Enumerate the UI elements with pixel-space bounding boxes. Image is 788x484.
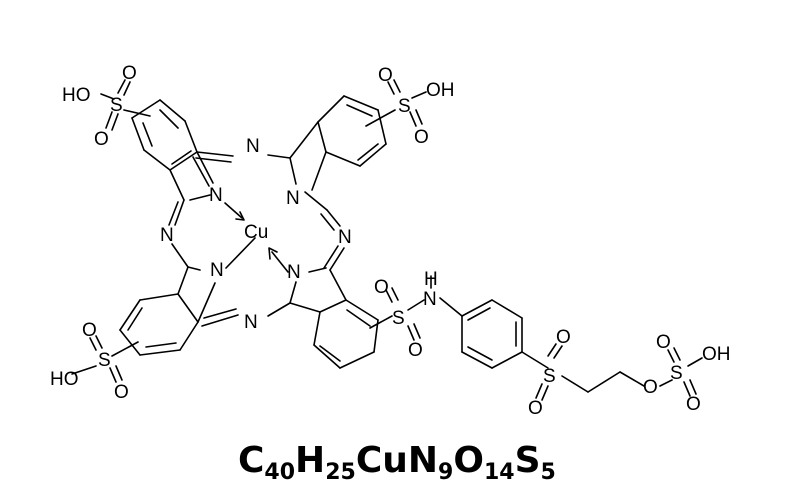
atom-n-bottom-bridge: N [244,312,258,333]
atom-o-sulfate-top: O [656,332,671,353]
atom-o-tr-bottom: O [414,127,429,148]
atom-o-sulfone-top: O [556,327,571,348]
atom-n-right-bridge: N [338,227,352,248]
formula-cu: Cu [356,440,408,481]
atom-h-amide: H [424,269,438,290]
atom-s-amide: S [392,308,405,329]
atom-o-amide-bottom: O [408,340,423,361]
atom-labels: Cu N N N N N N N N HO S O O O S OH O O S… [50,63,731,419]
atom-o-sulfate-bottom: O [686,394,701,415]
atom-o-sulfone-bottom: O [528,398,543,419]
formula-o: O [453,440,484,481]
atom-s-bl: S [98,350,111,371]
formula-c: C [238,440,264,481]
atom-cu: Cu [244,222,268,243]
atom-s-tr: S [398,96,411,117]
atom-n-pyrrole-tl: N [209,185,223,206]
atom-n-pyrrole-bl: N [210,260,224,281]
atom-n-pyrrole-br: N [287,262,301,283]
formula-c-count: 40 [264,460,295,484]
formula-n: N [408,440,438,481]
atom-o-bl-bottom: O [114,382,129,403]
bond-lines [71,79,703,401]
atom-n-left-bridge: N [160,225,174,246]
atom-s-sulfate: S [670,363,683,384]
atom-ho-bl: HO [50,369,79,390]
formula-s: S [515,440,541,481]
formula-h-count: 25 [325,460,356,484]
atom-o-tl-top: O [122,63,137,84]
atom-o-tl-bottom: O [94,129,109,150]
atom-n-top-bridge: N [246,136,260,157]
atom-oh-tr: OH [426,80,455,101]
molecular-formula: C40H25CuN9O14S5 [238,440,556,484]
formula-n-count: 9 [438,460,453,484]
atom-s-tl: S [110,95,123,116]
atom-o-tr-top: O [378,65,393,86]
atom-ho-tl: HO [62,85,91,106]
atom-n-amide: N [423,289,437,310]
atom-o-bl-top: O [82,320,97,341]
formula-s-count: 5 [541,460,556,484]
atom-s-sulfone: S [543,366,556,387]
atom-n-pyrrole-tr: N [286,188,300,209]
formula-h: H [295,440,325,481]
formula-o-count: 14 [484,460,515,484]
atom-o-ester: O [643,377,658,398]
atom-oh-sulfate: OH [702,344,731,365]
atom-o-amide-top: O [374,277,389,298]
